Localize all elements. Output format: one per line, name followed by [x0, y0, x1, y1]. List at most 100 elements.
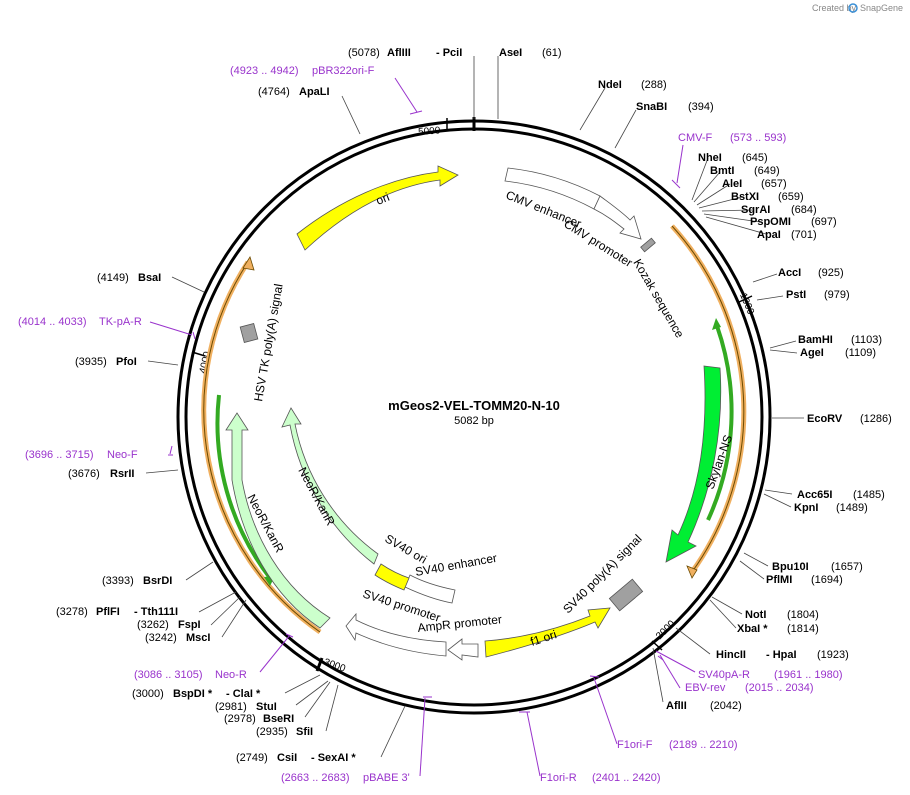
feature-label-f1-ori: f1 ori	[529, 627, 559, 649]
site-pos-sgrai: (684)	[791, 204, 817, 216]
site-pos-pflfi: (3278)	[56, 606, 88, 618]
site-name-bspdi[interactable]: BspDI *	[173, 688, 213, 700]
primer-labels: (4923 .. 4942) pBR322ori-F CMV-F (573 ..…	[18, 65, 843, 784]
feature-sv40-polya[interactable]	[608, 578, 644, 612]
site-name-sexai[interactable]: - SexAI *	[311, 752, 356, 764]
feature-hsv-tk-polya[interactable]	[239, 322, 259, 344]
feature-sv40-enhancer[interactable]	[404, 574, 456, 604]
orange-arc-left-arrow	[242, 256, 255, 271]
site-name-pcii[interactable]: - PciI	[436, 47, 462, 59]
primer-range-sv40pa-r: (1961 .. 1980)	[774, 669, 843, 681]
site-name-hpai[interactable]: - HpaI	[766, 649, 797, 661]
site-pos-bstxi: (659)	[778, 191, 804, 203]
site-name-bmti[interactable]: BmtI	[710, 165, 734, 177]
site-name-ndei[interactable]: NdeI	[598, 79, 622, 91]
site-pos-apai: (701)	[791, 229, 817, 241]
site-name-bseri[interactable]: BseRI	[263, 713, 294, 725]
orange-arcs	[201, 224, 747, 635]
site-name-agei[interactable]: AgeI	[800, 347, 824, 359]
site-pos-msci: (3242)	[145, 632, 177, 644]
tick-3000	[315, 657, 324, 672]
feature-kozak[interactable]	[640, 237, 656, 253]
site-name-pspomi[interactable]: PspOMI	[750, 216, 791, 228]
feature-label-sv40-polya: SV40 poly(A) signal	[560, 532, 644, 616]
site-name-bsrdi[interactable]: BsrDI	[143, 575, 172, 587]
site-name-csii[interactable]: CsiI	[277, 752, 297, 764]
site-name-ecorv[interactable]: EcoRV	[807, 413, 843, 425]
site-name-asei[interactable]: AseI	[499, 47, 522, 59]
site-pos-bpu10i: (1657)	[831, 561, 863, 573]
site-name-tth111i[interactable]: - Tth111I	[134, 606, 178, 618]
feature-neor-kanr-outer[interactable]	[225, 412, 331, 629]
site-name-acci[interactable]: AccI	[778, 267, 801, 279]
site-name-apai[interactable]: ApaI	[757, 229, 781, 241]
site-name-nhei[interactable]: NheI	[698, 152, 722, 164]
snapgene-brand[interactable]: Created by SnapGene	[812, 3, 903, 13]
primer-name-sv40pa-r[interactable]: SV40pA-R	[698, 669, 750, 681]
site-name-pflmi[interactable]: PflMI	[766, 574, 792, 586]
green-arc-right-arrow	[712, 318, 721, 330]
site-name-bpu10i[interactable]: Bpu10I	[772, 561, 809, 573]
site-name-bamhi[interactable]: BamHI	[798, 334, 833, 346]
primer-range-tk-pa-r: (4014 .. 4033)	[18, 316, 87, 328]
primer-name-cmv-f[interactable]: CMV-F	[678, 132, 713, 144]
site-name-xbai[interactable]: XbaI *	[737, 623, 768, 635]
site-pos-bmti: (649)	[754, 165, 780, 177]
site-name-clai[interactable]: - ClaI *	[226, 688, 261, 700]
site-pos-ndei: (288)	[641, 79, 667, 91]
orange-arc-right-core	[671, 225, 745, 573]
feature-ampr-promoter[interactable]	[447, 638, 479, 661]
site-pos-xbai: (1814)	[787, 623, 819, 635]
site-name-acc65i[interactable]: Acc65I	[797, 489, 832, 501]
primer-name-f1ori-f[interactable]: F1ori-F	[617, 739, 653, 751]
primer-name-ebv-rev[interactable]: EBV-rev	[685, 682, 726, 694]
primer-name-f1ori-r[interactable]: F1ori-R	[540, 772, 577, 784]
site-name-bstxi[interactable]: BstXI	[731, 191, 759, 203]
site-name-bsai[interactable]: BsaI	[138, 272, 161, 284]
site-name-rsrii[interactable]: RsrII	[110, 468, 134, 480]
snapgene-logo-icon	[848, 3, 858, 13]
feature-sv40-promoter[interactable]	[345, 612, 447, 657]
site-name-hincii[interactable]: HincII	[716, 649, 746, 661]
feature-sv40-ori[interactable]	[374, 563, 410, 591]
site-pos-pspomi: (697)	[811, 216, 837, 228]
site-name-psti[interactable]: PstI	[786, 289, 806, 301]
site-pos-bseri: (2978)	[224, 713, 256, 725]
brand-prefix: Created by	[812, 3, 857, 13]
site-name-sfii[interactable]: SfiI	[296, 726, 313, 738]
site-name-kpni[interactable]: KpnI	[794, 502, 818, 514]
tick-1000	[738, 295, 753, 303]
primer-lines	[149, 77, 696, 777]
plasmid-size: 5082 bp	[454, 415, 494, 427]
site-pos-sfii: (2935)	[256, 726, 288, 738]
site-name-pfoi[interactable]: PfoI	[116, 356, 137, 368]
primer-range-pbabe3: (2663 .. 2683)	[281, 772, 350, 784]
site-name-fspi[interactable]: FspI	[178, 619, 201, 631]
feature-ori[interactable]	[296, 165, 459, 251]
primer-name-pbr322ori-f[interactable]: pBR322ori-F	[312, 65, 375, 77]
site-name-afliii[interactable]: AflIII	[387, 47, 411, 59]
site-name-sgrai[interactable]: SgrAI	[741, 204, 770, 216]
site-name-pflfi[interactable]: PflFI	[96, 606, 120, 618]
primer-name-neo-r[interactable]: Neo-R	[215, 669, 247, 681]
feature-cmv-promoter[interactable]	[593, 195, 642, 240]
site-pos-noti: (1804)	[787, 609, 819, 621]
primer-name-neo-f[interactable]: Neo-F	[107, 449, 138, 461]
site-name-aflii[interactable]: AflII	[666, 700, 687, 712]
site-name-alei[interactable]: AleI	[722, 178, 742, 190]
feature-label-kozak: Kozak sequence	[630, 257, 687, 341]
green-arc-right	[706, 325, 734, 521]
primer-name-tk-pa-r[interactable]: TK-pA-R	[99, 316, 142, 328]
site-name-msci[interactable]: MscI	[186, 632, 210, 644]
primer-name-pbabe3[interactable]: pBABE 3'	[363, 772, 410, 784]
primer-range-f1ori-f: (2189 .. 2210)	[669, 739, 738, 751]
feature-neor-kanr-inner[interactable]	[281, 407, 379, 565]
site-name-noti[interactable]: NotI	[745, 609, 766, 621]
site-name-stui[interactable]: StuI	[256, 701, 277, 713]
site-name-snabi[interactable]: SnaBI	[636, 101, 667, 113]
feature-f1-ori[interactable]	[484, 607, 611, 658]
site-name-apali[interactable]: ApaLI	[299, 86, 330, 98]
feature-skylan-ns[interactable]	[665, 365, 722, 563]
site-pos-pflmi: (1694)	[811, 574, 843, 586]
site-pos-psti: (979)	[824, 289, 850, 301]
